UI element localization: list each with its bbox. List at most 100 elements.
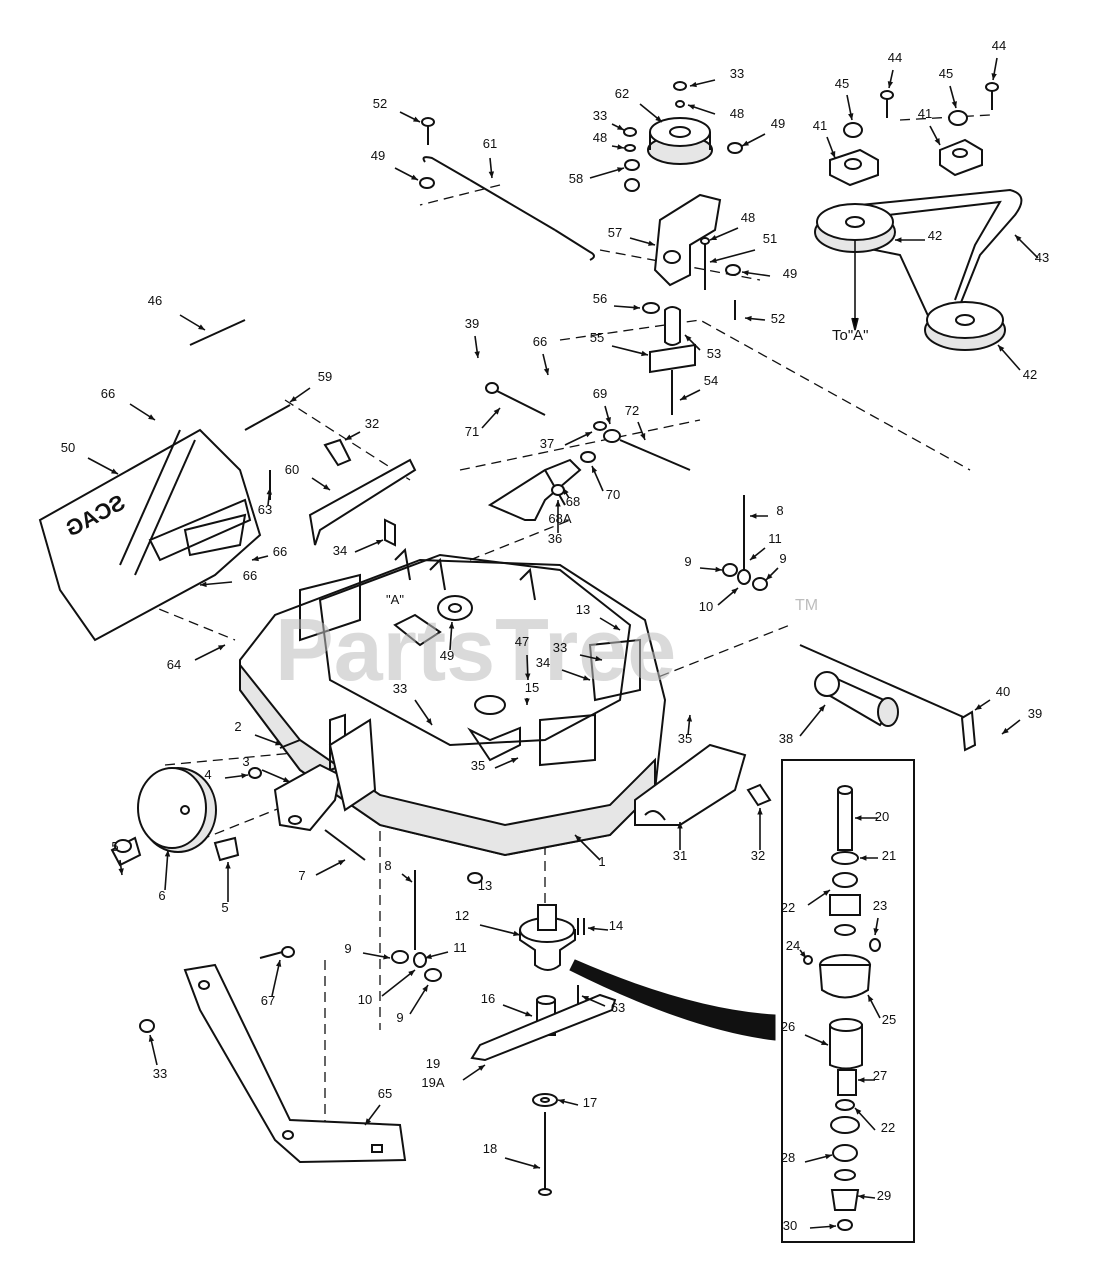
callout-label-c68: 68 (566, 494, 580, 509)
small-spring (189, 319, 246, 346)
leader-arrow-c55 (641, 350, 648, 357)
callout-label-c9b: 9 (779, 551, 786, 566)
callout-label-c41a: 41 (813, 118, 827, 133)
leader-arrow-c9b (766, 573, 773, 580)
leader-arrow-c66a (543, 368, 550, 375)
callout-label-c42a: 42 (928, 228, 942, 243)
leader-arrow-c66c (252, 555, 259, 562)
callout-label-c31: 31 (673, 848, 687, 863)
leader-arrow-c24 (799, 951, 806, 958)
leader-arrow-c21 (860, 855, 867, 861)
leader-arrow-c62 (655, 115, 662, 122)
leader-arrow-c58 (617, 167, 624, 173)
callout-label-c61: 61 (483, 136, 497, 151)
leader-arrow-c54 (680, 394, 687, 400)
height-adjust-rod-left (391, 870, 442, 982)
leader-arrow-c5a (118, 868, 124, 875)
leader-arrow-c53 (685, 335, 692, 342)
leader-arrow-c63b (582, 996, 589, 1002)
leader-arrow-c33d (426, 718, 432, 725)
leader-arrow-c49d (448, 622, 455, 629)
callout-label-c57: 57 (608, 225, 622, 240)
callout-label-c11a: 11 (768, 531, 782, 546)
callout-label-c13b: 13 (478, 878, 492, 893)
callout-label-c1: 1 (598, 854, 605, 869)
callout-label-c7: 7 (298, 868, 305, 883)
callout-label-c32b: 32 (751, 848, 765, 863)
callout-label-c49a: 49 (771, 116, 785, 131)
watermark: PartsTree TM (275, 597, 818, 699)
leader-arrow-c8a (750, 513, 757, 519)
callout-label-c67: 67 (261, 993, 275, 1008)
leader-arrow-c22a (823, 890, 830, 896)
callout-label-c18: 18 (483, 1141, 497, 1156)
leader-arrow-c3 (283, 776, 290, 782)
callout-label-cA: "A" (386, 592, 404, 607)
leader-arrow-c48c (710, 234, 717, 240)
leader-arrow-c52b (745, 315, 752, 322)
leader-arrow-c22b (855, 1108, 862, 1115)
leader-arrow-c45a (848, 113, 854, 120)
leader-arrow-c40 (975, 704, 982, 710)
leader-arrow-c35b (511, 758, 518, 764)
callout-label-c32a: 32 (365, 416, 379, 431)
leader-arrow-c6 (164, 850, 171, 857)
leader-arrow-c1 (575, 835, 582, 842)
callout-label-c33b: 33 (593, 108, 607, 123)
leader-arrow-c11a (750, 553, 757, 560)
leader-arrow-c63a (266, 488, 272, 495)
callout-label-c9c: 9 (344, 941, 351, 956)
callout-label-c63b: 63 (611, 1000, 625, 1015)
tension-spring (419, 117, 595, 261)
callout-label-c19A: 19A (421, 1075, 444, 1090)
callout-label-c35a: 35 (678, 731, 692, 746)
callout-label-c3: 3 (242, 754, 249, 769)
leader-arrow-c29 (858, 1194, 865, 1200)
svg-text:PartsTree: PartsTree (275, 600, 676, 699)
callout-label-c22b: 22 (881, 1120, 895, 1135)
leader-arrow-c10b (408, 970, 415, 977)
callout-label-c11b: 11 (453, 940, 467, 955)
drive-pulleys-and-belt (814, 82, 1023, 351)
leader-arrow-c34a (376, 540, 383, 546)
leader-arrow-c25 (868, 995, 874, 1002)
callout-label-c20: 20 (875, 809, 889, 824)
reference-note-to-a: To"A" (832, 327, 869, 344)
callout-label-c66c: 66 (273, 544, 287, 559)
callout-label-c44b: 44 (992, 38, 1006, 53)
leader-line-c10b (381, 969, 416, 997)
leader-arrow-c23 (873, 928, 879, 935)
leader-arrow-c19A (478, 1065, 485, 1071)
callout-label-c51: 51 (763, 231, 777, 246)
callout-label-c38: 38 (779, 731, 793, 746)
leader-arrow-c68 (563, 488, 569, 495)
callout-label-c9d: 9 (396, 1010, 403, 1025)
callout-label-c69: 69 (593, 386, 607, 401)
callout-label-c33a: 33 (730, 66, 744, 81)
callout-label-c48b: 48 (593, 130, 607, 145)
leader-arrow-c66b (148, 414, 155, 420)
callout-label-c56: 56 (593, 291, 607, 306)
leader-arrow-c46 (198, 324, 205, 330)
leader-arrow-c41a (830, 151, 836, 158)
leader-arrow-c4 (241, 773, 248, 779)
callout-label-c33e: 33 (153, 1066, 167, 1081)
leader-arrow-c72 (640, 433, 646, 440)
leader-arrow-c33b (617, 124, 624, 130)
leader-arrow-c26 (821, 1039, 828, 1045)
callout-label-c5b: 5 (221, 900, 228, 915)
leader-arrow-c51 (710, 257, 717, 263)
leader-arrow-c30 (829, 1223, 836, 1230)
leader-arrow-c34b (583, 675, 590, 681)
leader-arrow-c31 (677, 822, 683, 829)
leader-arrow-c65 (365, 1118, 372, 1125)
leader-arrow-c48a (688, 104, 695, 110)
discharge-deflector: SCAG (38, 428, 262, 642)
callout-label-c43: 43 (1035, 250, 1049, 265)
leader-arrow-c17 (558, 1098, 565, 1105)
leader-line-c38 (799, 704, 826, 737)
callout-label-c17: 17 (583, 1095, 597, 1110)
leader-arrow-c32a (345, 434, 352, 440)
callout-label-c9a: 9 (684, 554, 691, 569)
callout-label-c53: 53 (707, 346, 721, 361)
